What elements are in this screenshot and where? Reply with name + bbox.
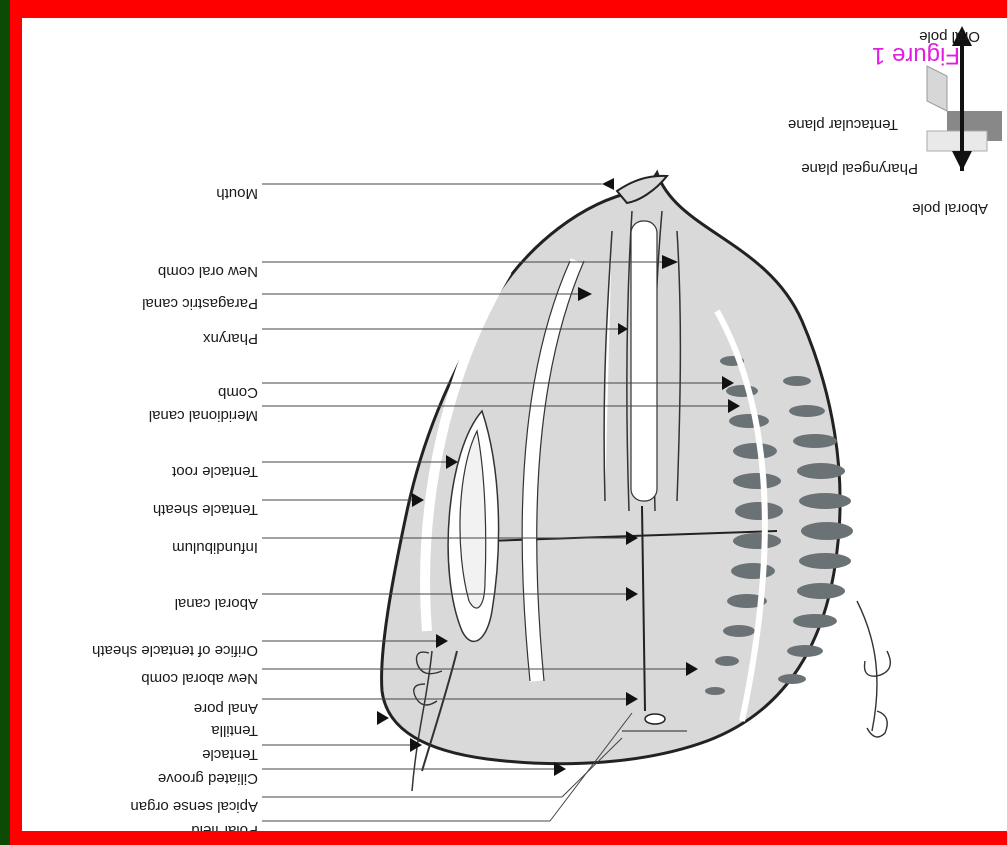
label-tentacle-sheath: Tentacle sheath	[153, 501, 258, 518]
label-new-aboral-comb: New aboral comb	[141, 670, 258, 687]
label-meridional-canal: Meridional canal	[149, 407, 258, 424]
ctenophore-diagram: Mouth New oral comb Paragastric canal Ph…	[22, 18, 1007, 831]
diagram-canvas: Mouth New oral comb Paragastric canal Ph…	[22, 18, 1007, 831]
tentacle-left	[857, 601, 877, 731]
label-polar-field: Polar field	[191, 822, 258, 831]
apical-sense-organ	[645, 714, 665, 724]
label-tentacle: Tentacle	[202, 746, 258, 763]
label-comb: Comb	[218, 384, 258, 401]
figure-title: Figure 1	[872, 42, 960, 69]
label-pharyngeal-plane: Pharyngeal plane	[801, 160, 918, 177]
label-apical-sense-organ: Apical sense organ	[130, 798, 258, 815]
label-new-oral-comb: New oral comb	[158, 263, 258, 280]
tentilla-4	[867, 711, 887, 737]
label-orifice-of-tentacle-sheath: Orifice of tentacle sheath	[92, 642, 258, 659]
label-tentilla: Tentilla	[211, 722, 258, 739]
tentilla-3	[865, 651, 891, 676]
label-tentacle-root: Tentacle root	[171, 463, 258, 480]
label-tentacular-plane: Tentacular plane	[788, 116, 898, 133]
label-infundibulum: Infundibulum	[172, 539, 258, 556]
label-aboral-canal: Aboral canal	[175, 595, 258, 612]
label-mouth: Mouth	[216, 185, 258, 202]
label-aboral-pole: Aboral pole	[912, 200, 988, 217]
pharynx-tube	[631, 221, 657, 501]
label-anal-pore: Anal pore	[194, 700, 258, 717]
label-ciliated-groove: Ciliated groove	[158, 770, 258, 787]
label-paragastric-canal: Paragastric canal	[142, 295, 258, 312]
rotated-group	[382, 26, 1002, 791]
label-pharynx: Pharynx	[202, 330, 258, 347]
